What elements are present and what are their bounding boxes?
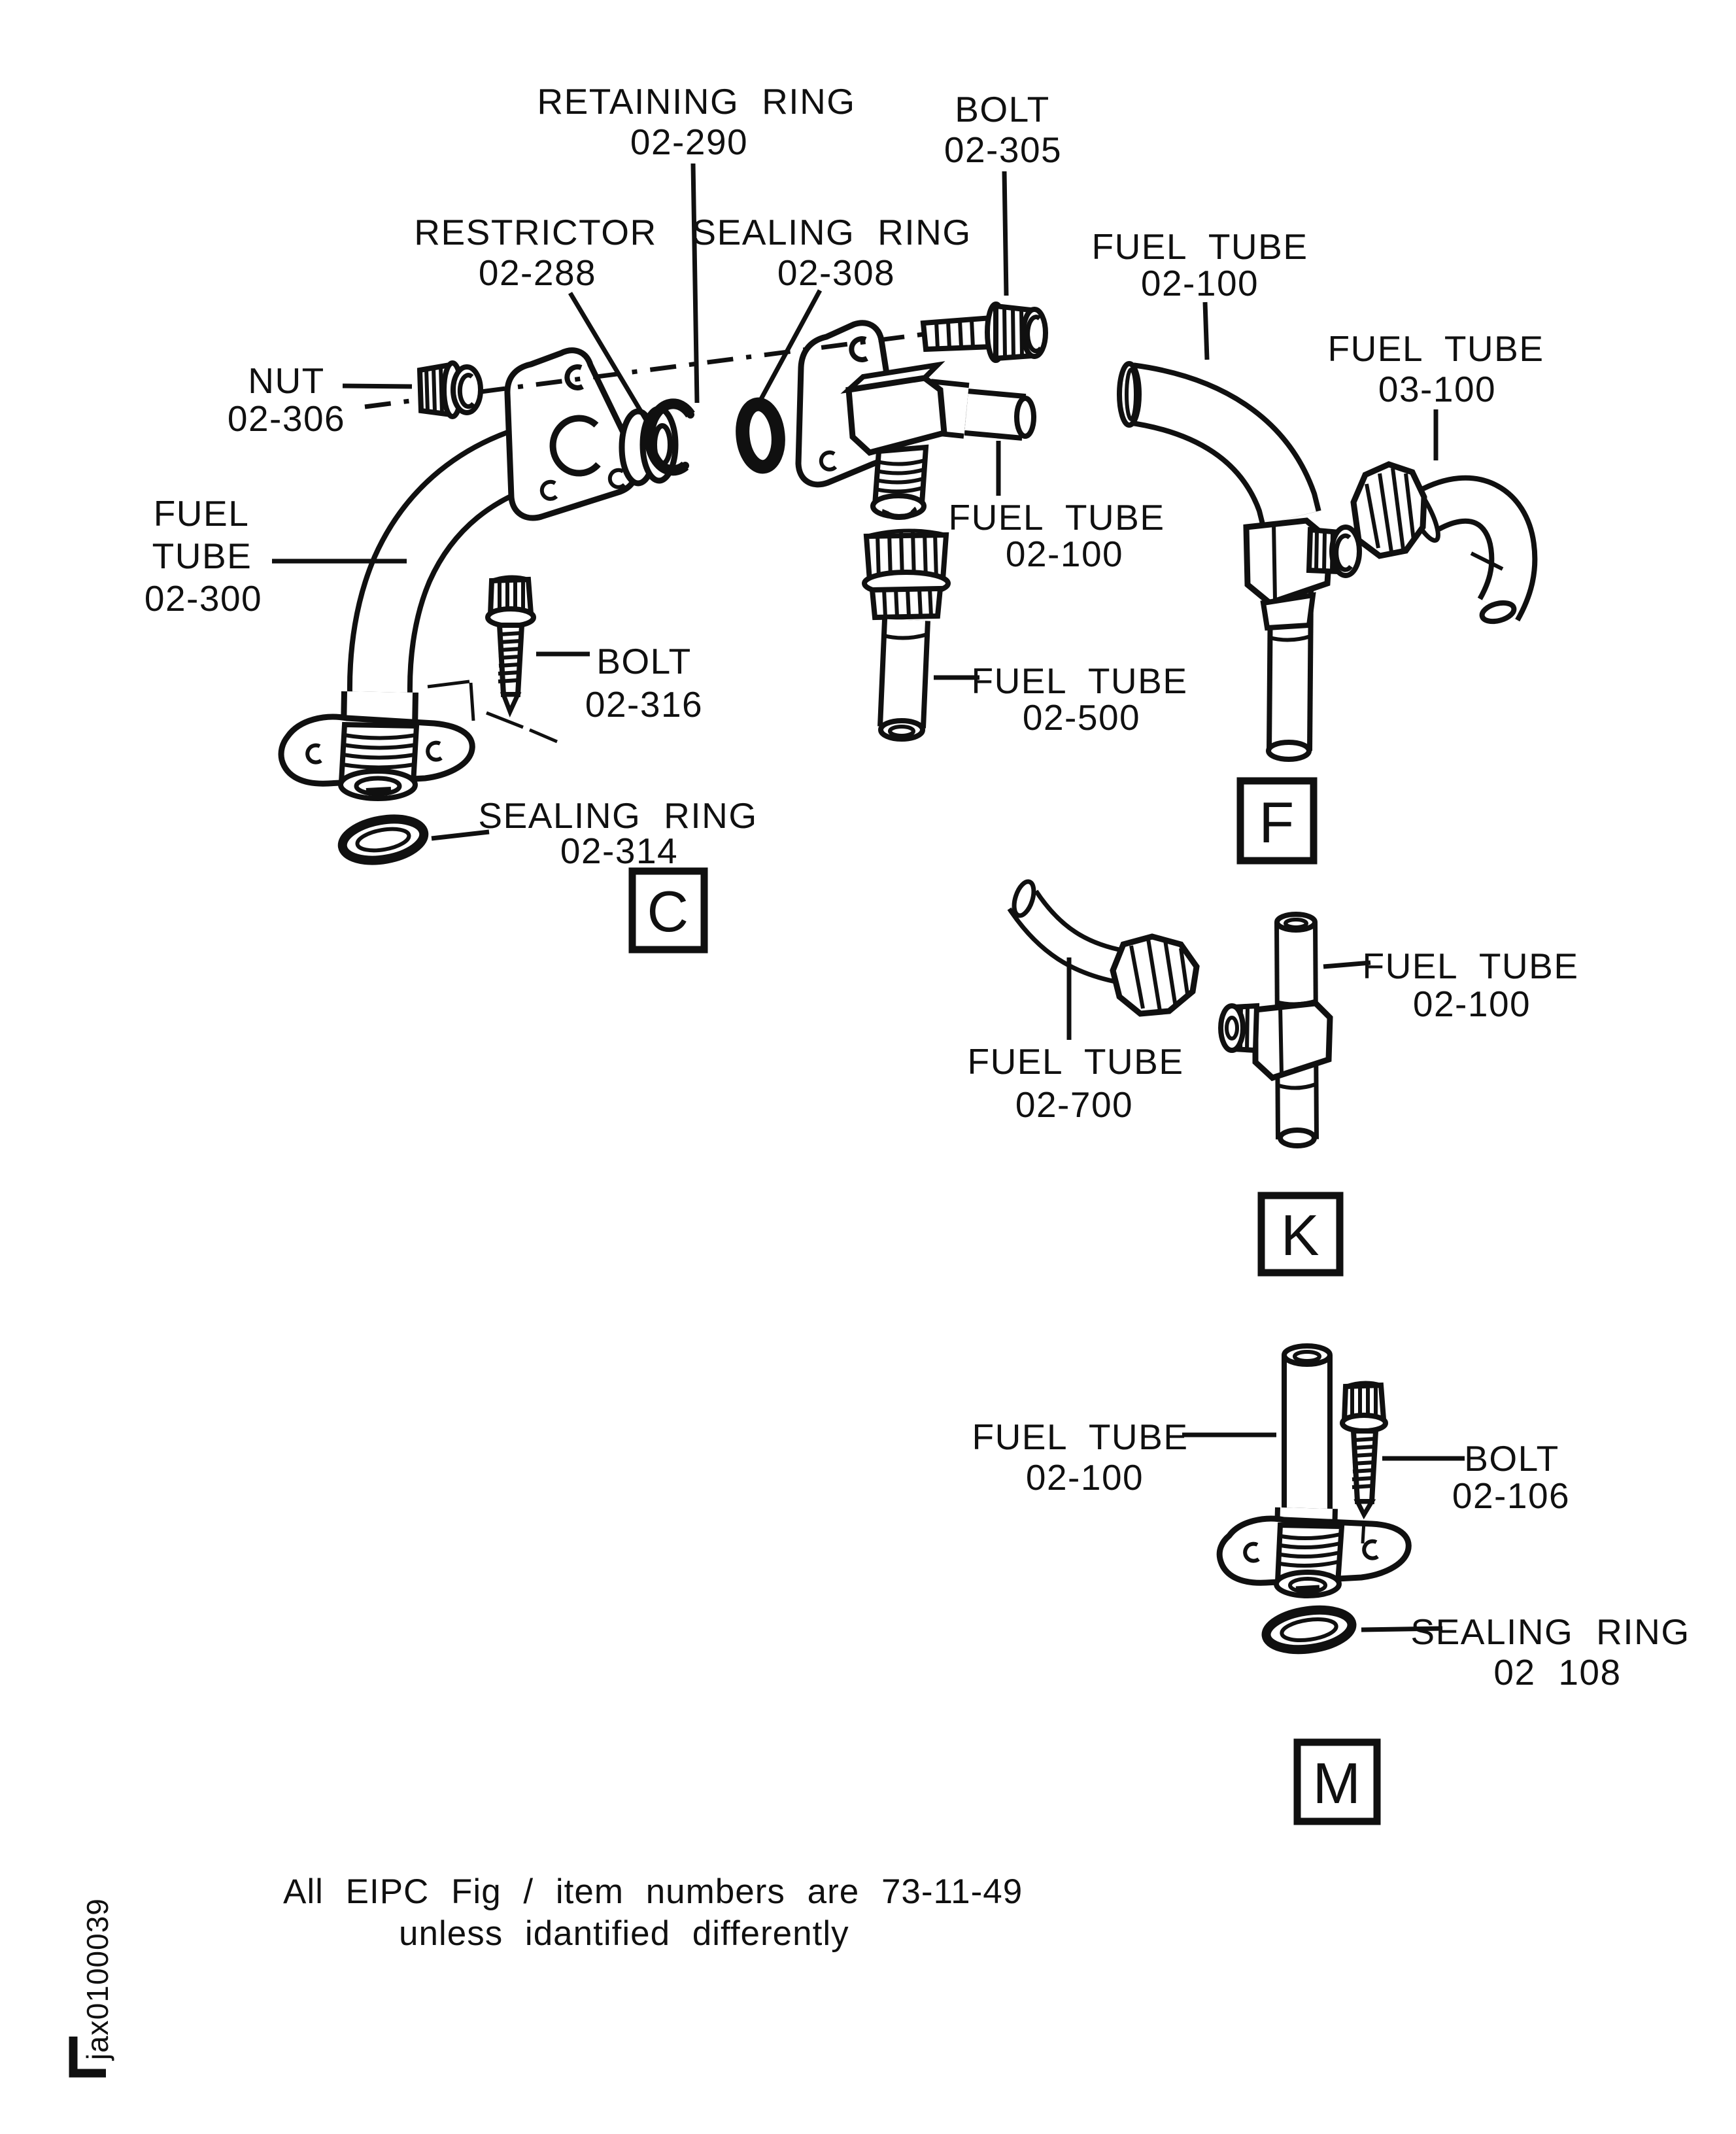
part-number: 02-306 — [228, 398, 345, 439]
part-number: 02-314 — [560, 831, 678, 871]
note-line-1: All EIPC Fig / item numbers are 73-11-49 — [283, 1872, 1023, 1911]
fuel-tube-03-100-drawing — [1350, 461, 1538, 625]
section-k-assembly: K — [1007, 879, 1344, 1277]
leader-line — [1323, 960, 1371, 969]
note-line-2: unless idantified differently — [399, 1914, 849, 1953]
nut-drawing — [417, 360, 483, 419]
section-box-c: C — [628, 867, 708, 954]
fuel-tube-02-100-m-flange-drawing — [1216, 1515, 1412, 1598]
part-name: FUEL TUBE — [1327, 328, 1544, 369]
part-name: RESTRICTOR — [414, 212, 657, 252]
part-number: 02-106 — [1452, 1475, 1570, 1516]
leader-line — [342, 383, 413, 389]
label-fuel-tube-03-100: FUEL TUBE 03-100 — [1327, 328, 1544, 460]
label-fuel-tube-02-100-center: FUEL TUBE 02-100 — [948, 441, 1165, 574]
elbow-fitting-drawing — [840, 361, 1036, 520]
part-number: 02-305 — [944, 129, 1062, 170]
part-name: BOLT — [955, 89, 1050, 129]
sealing-ring-02-314-drawing — [337, 814, 429, 865]
label-bolt-02-316: BOLT 02-316 — [536, 641, 703, 725]
label-fuel-tube-02-100-f: FUEL TUBE 02-100 — [1091, 226, 1308, 360]
hex-fitting-drawing — [1243, 517, 1362, 642]
part-name: SEALING RING — [1410, 1611, 1690, 1652]
section-letter-k: K — [1281, 1203, 1320, 1267]
part-name: BOLT — [596, 641, 692, 681]
part-name: FUEL TUBE — [948, 497, 1165, 538]
part-name-word-2: TUBE — [152, 536, 252, 576]
label-bolt-02-305: BOLT 02-305 — [944, 89, 1062, 296]
part-number: 02-288 — [479, 252, 596, 293]
part-number: 02-308 — [777, 252, 895, 293]
part-number: 02-316 — [585, 684, 703, 725]
part-name: NUT — [248, 360, 325, 401]
leader-line — [1002, 171, 1009, 296]
part-name: BOLT — [1464, 1438, 1559, 1479]
label-bolt-02-106: BOLT 02-106 — [1382, 1438, 1570, 1516]
part-name: FUEL TUBE — [1091, 226, 1308, 267]
section-box-f: F — [1236, 777, 1318, 865]
part-name: SEALING RING — [478, 795, 757, 836]
part-number: 02-700 — [1015, 1084, 1133, 1125]
label-restrictor: RESTRICTOR 02-288 — [414, 212, 657, 421]
section-box-m: M — [1293, 1738, 1381, 1825]
bolt-02-305-drawing — [920, 301, 1048, 363]
section-letter-f: F — [1259, 790, 1295, 855]
label-fuel-tube-02-100-m: FUEL TUBE 02-100 — [972, 1417, 1276, 1498]
eipc-note: All EIPC Fig / item numbers are 73-11-49… — [283, 1872, 1023, 1953]
leader-line — [1361, 1626, 1443, 1632]
label-retaining-ring: RETAINING RING 02-290 — [537, 81, 855, 404]
label-fuel-tube-02-300: FUEL TUBE 02-300 — [145, 493, 407, 619]
label-nut-02-306: NUT 02-306 — [228, 360, 413, 439]
section-f-assembly: F — [1117, 361, 1538, 865]
part-number: 02-100 — [1026, 1457, 1144, 1498]
label-fuel-tube-02-700: FUEL TUBE 02-700 — [967, 957, 1183, 1125]
sealing-ring-02-108-drawing — [1261, 1605, 1357, 1655]
bolt-02-316-drawing — [427, 575, 558, 744]
fuel-tube-02-500-drawing — [862, 528, 951, 742]
part-name: FUEL TUBE — [971, 661, 1187, 701]
part-name: RETAINING RING — [537, 81, 855, 122]
leader-line — [690, 163, 700, 404]
retaining-ring-drawing — [644, 398, 695, 476]
label-fuel-tube-02-500: FUEL TUBE 02-500 — [934, 661, 1187, 738]
part-name: FUEL TUBE — [1362, 946, 1578, 986]
leader-line — [1202, 301, 1210, 360]
leader-line — [758, 289, 823, 400]
leader-line — [431, 829, 490, 841]
part-number: 02-500 — [1023, 697, 1140, 738]
part-number: 02-300 — [145, 578, 262, 619]
label-fuel-tube-02-100-k: FUEL TUBE 02-100 — [1323, 946, 1578, 1024]
part-name: FUEL TUBE — [967, 1041, 1183, 1082]
part-name: SEALING RING — [692, 212, 971, 252]
sealing-ring-02-308-drawing — [736, 397, 785, 474]
part-number: 02-100 — [1413, 984, 1531, 1024]
section-m-assembly: M — [1216, 1343, 1412, 1825]
restrictor-flange-plate — [504, 347, 640, 521]
label-sealing-ring-02-108: SEALING RING 02 108 — [1361, 1611, 1690, 1693]
fuel-tube-02-100-k-drawing — [1218, 912, 1333, 1148]
label-sealing-ring-02-308: SEALING RING 02-308 — [692, 212, 971, 400]
part-number: 02-290 — [630, 122, 748, 162]
section-c-assembly: C — [278, 301, 1048, 954]
part-number: 02-100 — [1141, 263, 1259, 303]
part-number: 03-100 — [1378, 369, 1496, 409]
part-number: 02-100 — [1006, 534, 1123, 574]
section-letter-m: M — [1313, 1751, 1362, 1816]
section-letter-c: C — [647, 879, 689, 944]
bolt-02-106-drawing — [1340, 1381, 1388, 1544]
drawing-id-block: jax0100039 — [69, 1898, 114, 2078]
leader-line — [568, 292, 649, 421]
part-number: 02 108 — [1493, 1652, 1621, 1693]
section-box-k: K — [1257, 1192, 1344, 1277]
label-sealing-ring-02-314: SEALING RING 02-314 — [431, 795, 757, 871]
fuel-tube-02-700-nut-drawing — [1110, 933, 1200, 1017]
fuel-tube-02-300-drawing — [278, 419, 557, 801]
drawing-id: jax0100039 — [80, 1898, 114, 2061]
part-name-word-1: FUEL — [154, 493, 250, 534]
corner-crop-mark — [69, 2037, 106, 2078]
part-name: FUEL TUBE — [972, 1417, 1188, 1457]
